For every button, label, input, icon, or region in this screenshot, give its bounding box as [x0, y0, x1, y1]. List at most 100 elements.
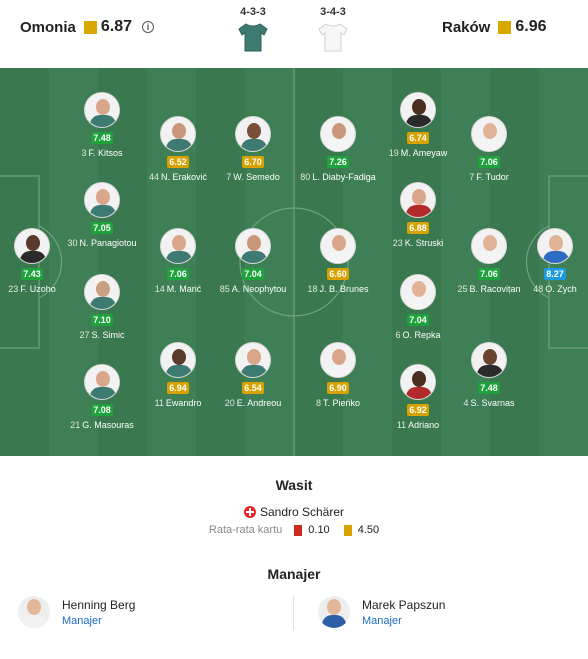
player-number: 44: [148, 172, 159, 182]
player-avatar: [84, 92, 120, 128]
player-avatar: [400, 92, 436, 128]
player-rating: 7.04: [407, 314, 429, 326]
player-avatar: [320, 116, 356, 152]
player-number: 21: [70, 420, 81, 430]
player-name: A. Neophytou: [231, 284, 287, 294]
player-rating: 6.94: [167, 382, 189, 394]
home-team-rating: Omonia 6.87 i: [20, 18, 154, 36]
home-formation: 4-3-3: [240, 6, 266, 18]
player-rating: 6.88: [407, 222, 429, 234]
player-name: O. Zych: [545, 284, 577, 294]
player-number: 80: [300, 172, 311, 182]
referee-name: Sandro Schärer: [259, 505, 345, 519]
player-name: M. Ameyaw: [400, 148, 448, 158]
player-name: S. Svarnas: [470, 398, 515, 408]
player-name: F. Uzoho: [20, 284, 56, 294]
player-avatar: [400, 364, 436, 400]
player-name: B. Racovițan: [469, 284, 521, 294]
player-name: F. Tudor: [476, 172, 509, 182]
info-icon[interactable]: i: [141, 21, 154, 33]
player-rating: 7.48: [91, 132, 113, 144]
player-rating: 6.92: [407, 404, 429, 416]
player-rating: 6.52: [167, 156, 189, 168]
home-jersey-icon: [238, 23, 268, 52]
player-avatar: [160, 116, 196, 152]
player-name: Adriano: [408, 420, 440, 430]
player-name: F. Kitsos: [88, 148, 123, 158]
player-avatar: [160, 342, 196, 378]
switzerland-flag-icon: [243, 506, 256, 518]
player-number: 6: [395, 330, 401, 340]
player-rating: 6.60: [327, 268, 349, 280]
player-name: N. Panagiotou: [79, 238, 137, 248]
player-avatar: [235, 228, 271, 264]
referee-title: Wasit: [275, 477, 313, 493]
manager-avatar: [318, 596, 350, 628]
player-avatar: [235, 342, 271, 378]
player-name: K. Struski: [404, 238, 444, 248]
player-avatar: [84, 274, 120, 310]
player-avatar: [471, 116, 507, 152]
player-avatar: [84, 364, 120, 400]
referee-info: Sandro Schärer: [0, 505, 588, 519]
player-number: 23: [8, 284, 19, 294]
away-team-name: Raków: [442, 18, 491, 36]
player-rating: 7.08: [91, 404, 113, 416]
player-rating: 8.27: [544, 268, 566, 280]
rating-badge-icon: [83, 20, 97, 34]
player-name: M. Marić: [166, 284, 202, 294]
player-name: L. Diaby-Fadiga: [312, 172, 376, 182]
manager-name: Henning Berg: [62, 597, 136, 612]
player-number: 27: [79, 330, 90, 340]
player-number: 8: [315, 398, 321, 408]
player-number: 20: [224, 398, 235, 408]
cards-label: Rata-rata kartu: [208, 524, 283, 536]
away-manager[interactable]: Marek Papszun Manajer: [318, 596, 445, 628]
player-avatar: [320, 228, 356, 264]
player-avatar: [320, 342, 356, 378]
player-number: 25: [457, 284, 468, 294]
player-avatar: [160, 228, 196, 264]
player-number: 4: [463, 398, 469, 408]
player-rating: 7.05: [91, 222, 113, 234]
player-number: 3: [81, 148, 87, 158]
player-name: W. Semedo: [233, 172, 280, 182]
red-card-average: 0.10: [308, 524, 330, 536]
away-team-rating: Raków 6.96: [442, 18, 547, 36]
home-manager[interactable]: Henning Berg Manajer: [18, 596, 135, 628]
player-rating: 7.06: [167, 268, 189, 280]
red-card-icon: [294, 524, 303, 536]
player-name: N. Eraković: [161, 172, 208, 182]
yellow-card-icon: [343, 524, 352, 536]
player-name: T. Pieńko: [322, 398, 361, 408]
player-number: 7: [469, 172, 475, 182]
player-rating: 6.70: [242, 156, 264, 168]
manager-role: Manajer: [362, 614, 402, 627]
player-avatar: [14, 228, 50, 264]
managers-title: Manajer: [267, 566, 321, 582]
player-number: 7: [226, 172, 232, 182]
player-rating: 7.10: [91, 314, 113, 326]
